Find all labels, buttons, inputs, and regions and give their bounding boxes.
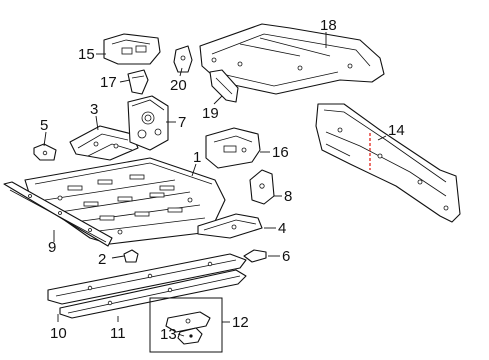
- lower-rail-11-part[interactable]: [59, 269, 247, 319]
- callout-19: 19: [202, 105, 219, 122]
- callout-17: 17: [100, 74, 117, 91]
- small-bracket-part[interactable]: [33, 143, 57, 161]
- callout-14: 14: [388, 122, 405, 139]
- callout-20: 20: [170, 77, 187, 94]
- callout-3: 3: [90, 101, 98, 118]
- upper-reinforcement-part[interactable]: [103, 33, 161, 65]
- callout-5: 5: [40, 117, 48, 134]
- bracket-19-part[interactable]: [209, 69, 239, 103]
- callout-16: 16: [272, 144, 289, 161]
- callout-1: 1: [193, 149, 201, 166]
- callout-6: 6: [282, 248, 290, 265]
- bracket-2-part[interactable]: [123, 249, 139, 263]
- floor-pan-part[interactable]: [24, 157, 226, 245]
- leader-lines: [43, 32, 387, 337]
- side-bracket-16-part[interactable]: [205, 127, 261, 169]
- callout-10: 10: [50, 325, 67, 342]
- callout-8: 8: [284, 188, 292, 205]
- side-panel-14-part[interactable]: [315, 103, 461, 223]
- callout-labels: 1 2 3 4 5 6 7 8 9 10 11 12 13 14 15 16 1…: [40, 17, 405, 343]
- callout-9: 9: [48, 239, 56, 256]
- callout-13: 13: [160, 326, 177, 343]
- plate-12-part[interactable]: [165, 311, 211, 333]
- callout-4: 4: [278, 220, 286, 237]
- floor-bracket-part[interactable]: [69, 125, 139, 161]
- seat-support-part[interactable]: [127, 95, 169, 151]
- callout-11: 11: [110, 325, 126, 342]
- callout-15: 15: [78, 46, 95, 63]
- bracket-17-part[interactable]: [127, 69, 149, 95]
- callout-7: 7: [178, 114, 186, 131]
- callout-2: 2: [98, 251, 106, 268]
- crossmember-4-part[interactable]: [197, 213, 263, 239]
- callout-12: 12: [232, 314, 249, 331]
- lower-sill-10-part[interactable]: [47, 253, 247, 305]
- inset-12-group: [149, 297, 223, 353]
- left-rocker-part[interactable]: [3, 181, 113, 247]
- bracket-6-part[interactable]: [243, 249, 267, 263]
- bracket-8-part[interactable]: [249, 169, 275, 205]
- callout-18: 18: [320, 17, 337, 34]
- clip-20-part[interactable]: [173, 45, 193, 73]
- nut-13-part[interactable]: [177, 327, 203, 345]
